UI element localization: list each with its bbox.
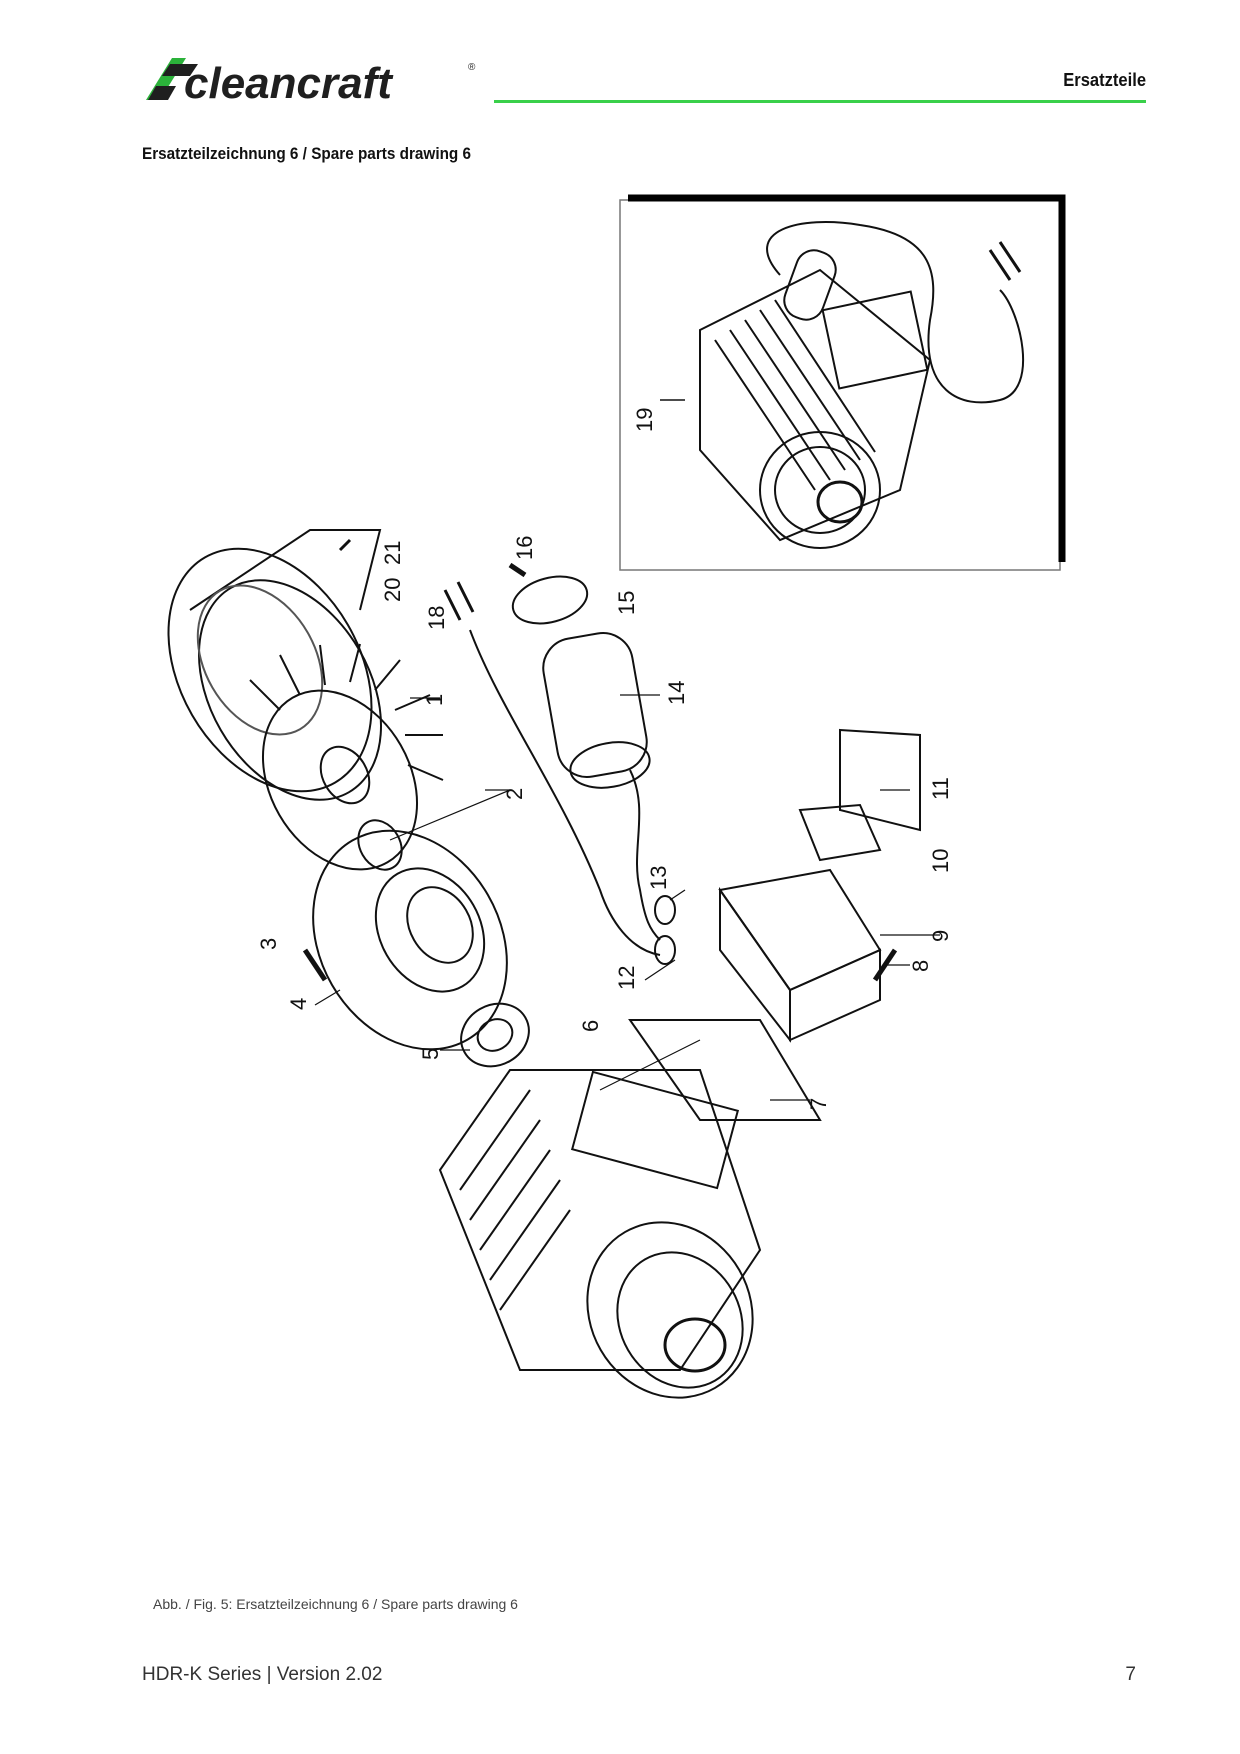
screw-part <box>302 948 328 982</box>
header-section-label: Ersatzteile <box>1063 70 1146 90</box>
callout-16: 16 <box>512 536 537 560</box>
cable-gland-13 <box>654 895 676 925</box>
fan-wheel-part <box>249 643 444 871</box>
switch-gasket-part <box>798 803 882 862</box>
callout-9: 9 <box>928 930 953 942</box>
callout-14: 14 <box>664 681 689 705</box>
switch-part <box>839 728 921 832</box>
screw-16-part <box>508 562 527 578</box>
gasket-part <box>628 1019 822 1121</box>
screw-21-part <box>338 538 352 552</box>
callout-20: 20 <box>380 578 405 602</box>
callout-12: 12 <box>614 966 639 990</box>
callout-3: 3 <box>256 938 281 950</box>
callout-13: 13 <box>646 866 671 890</box>
spare-parts-drawing: 19 <box>140 190 1100 1590</box>
motor-body-part <box>438 1069 762 1399</box>
callout-15: 15 <box>614 591 639 615</box>
registered-mark: ® <box>468 62 476 73</box>
callout-21: 21 <box>380 541 405 565</box>
callout-2: 2 <box>502 788 527 800</box>
callout-4: 4 <box>286 998 311 1010</box>
power-cable-part <box>469 629 661 956</box>
footer-document-version: HDR-K Series | Version 2.02 <box>142 1664 383 1685</box>
callout-5: 5 <box>418 1048 443 1060</box>
callout-7: 7 <box>806 1098 831 1110</box>
figure-caption: Abb. / Fig. 5: Ersatzteilzeichnung 6 / S… <box>153 1596 518 1612</box>
seal-ring-part <box>357 819 403 871</box>
assembled-motor-icon <box>699 221 1024 549</box>
callout-19: 19 <box>632 408 657 432</box>
assembled-motor-inset: 19 <box>619 194 1066 571</box>
cleancraft-logo: cleancraft ® <box>142 56 482 108</box>
header-divider <box>494 100 1146 103</box>
footer-page-number: 7 <box>1125 1664 1136 1685</box>
cable-gland-12 <box>654 935 676 965</box>
capacitor-part <box>542 632 661 941</box>
leader-lines <box>314 694 940 1101</box>
callout-6: 6 <box>578 1020 603 1032</box>
fan-cover-part <box>167 529 382 801</box>
plug-icon <box>443 581 475 621</box>
bearing-part <box>460 1002 530 1068</box>
end-shield-part <box>312 829 508 1051</box>
callout-18: 18 <box>424 606 449 630</box>
callout-8: 8 <box>908 960 933 972</box>
callout-11: 11 <box>928 777 953 800</box>
clamp-part <box>511 575 589 625</box>
callout-1: 1 <box>422 694 447 706</box>
logo-wordmark: cleancraft <box>184 59 394 104</box>
page-title: Ersatzteilzeichnung 6 / Spare parts draw… <box>142 144 472 163</box>
terminal-box-part <box>718 868 882 1043</box>
logo-mark-icon: cleancraft ® <box>146 58 476 108</box>
callout-10: 10 <box>928 849 953 873</box>
